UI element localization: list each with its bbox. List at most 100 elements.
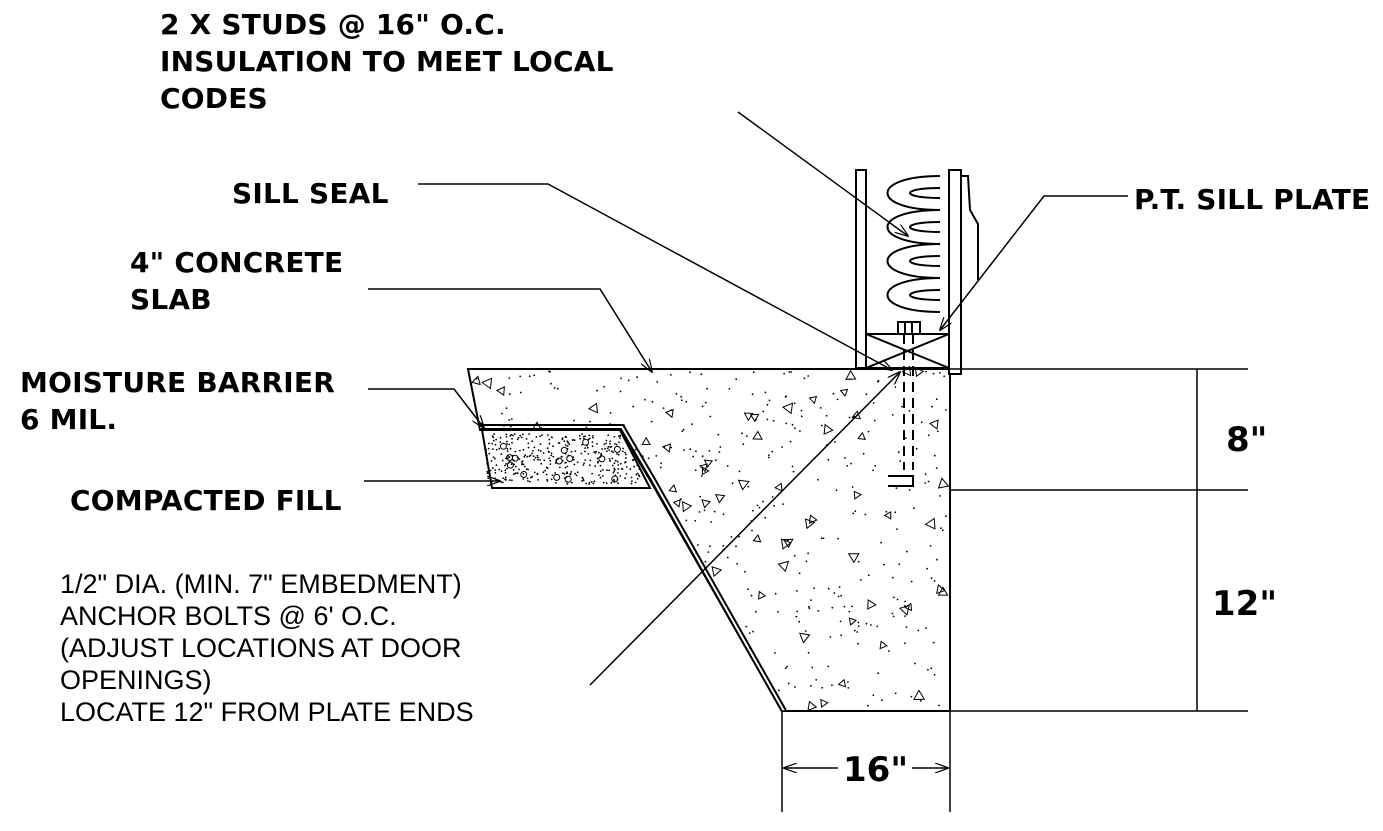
fill-stipple-dot — [608, 458, 611, 460]
fill-stipple-dot — [539, 459, 541, 461]
fill-stipple-dot — [493, 433, 495, 435]
fill-stipple-dot — [565, 461, 567, 464]
concrete-stipple-dot — [867, 430, 870, 433]
concrete-aggregate-mark — [661, 443, 672, 453]
fill-stipple-dot — [537, 456, 539, 459]
fill-stipple-dot — [588, 434, 591, 437]
concrete-stipple-dot — [913, 507, 915, 510]
concrete-stipple-dot — [636, 376, 638, 379]
concrete-stipple-dot — [642, 455, 644, 458]
concrete-stipple-dot — [932, 372, 935, 375]
concrete-stipple-dot — [709, 415, 712, 418]
concrete-stipple-dot — [634, 448, 637, 451]
fill-stipple-dot — [539, 450, 542, 452]
fill-stipple-dot — [548, 438, 551, 441]
concrete-aggregate-mark — [664, 408, 674, 419]
concrete-stipple-dot — [899, 460, 902, 462]
concrete-aggregate-mark — [752, 534, 762, 543]
fill-stipple-dot — [617, 453, 620, 456]
concrete-stipple-dot — [553, 387, 556, 389]
concrete-stipple-dot — [556, 387, 559, 390]
concrete-stipple-dot — [662, 407, 665, 409]
fill-stipple-dot — [598, 474, 600, 476]
concrete-aggregate-mark — [807, 700, 818, 712]
fill-stipple-dot — [499, 436, 502, 439]
concrete-stipple-dot — [877, 672, 880, 675]
fill-stipple-dot — [509, 447, 512, 450]
concrete-stipple-dot — [837, 595, 840, 598]
concrete-stipple-dot — [941, 529, 944, 532]
concrete-stipple-dot — [762, 500, 764, 503]
fill-stipple-dot — [494, 469, 497, 471]
fill-gravel-mark — [511, 454, 519, 462]
fill-stipple-dot — [492, 456, 495, 458]
concrete-stipple-dot — [846, 465, 849, 467]
fill-stipple-dot — [525, 468, 528, 471]
fill-stipple-dot — [564, 435, 567, 438]
concrete-aggregate-mark — [782, 538, 794, 549]
concrete-stipple-dot — [867, 574, 870, 577]
concrete-stipple-dot — [715, 459, 717, 462]
concrete-stipple-dot — [738, 535, 740, 538]
fill-stipple-dot — [549, 463, 552, 465]
concrete-stipple-dot — [704, 401, 707, 404]
fill-stipple-dot — [518, 468, 520, 471]
concrete-stipple-dot — [698, 511, 701, 513]
fill-stipple-dot — [537, 449, 540, 452]
concrete-stipple-dot — [850, 462, 852, 465]
fill-stipple-dot — [508, 479, 511, 481]
fill-stipple-dot — [616, 460, 619, 463]
concrete-stipple-dot — [785, 422, 788, 425]
concrete-stipple-dot — [817, 610, 820, 612]
concrete-aggregate-mark — [914, 367, 925, 378]
concrete-aggregate-mark — [587, 402, 599, 414]
concrete-stipple-dot — [747, 588, 749, 591]
concrete-stipple-dot — [848, 610, 851, 613]
fill-gravel-mark — [499, 442, 507, 450]
fill-stipple-dot — [566, 483, 569, 485]
concrete-stipple-dot — [872, 469, 874, 472]
fill-stipple-dot — [522, 472, 525, 475]
concrete-stipple-dot — [480, 422, 483, 425]
concrete-stipple-dot — [800, 409, 803, 412]
fill-stipple-dot — [599, 476, 602, 479]
fill-stipple-dot — [512, 473, 515, 475]
concrete-stipple-dot — [896, 528, 898, 530]
fill-stipple-dot — [536, 454, 539, 457]
concrete-stipple-dot — [670, 446, 673, 449]
fill-stipple-dot — [592, 482, 595, 485]
fill-stipple-dot — [608, 469, 610, 472]
fill-stipple-dot — [506, 443, 508, 445]
fill-stipple-dot — [617, 464, 620, 466]
concrete-stipple-dot — [804, 630, 807, 632]
concrete-stipple-dot — [864, 513, 867, 516]
concrete-stipple-dot — [891, 612, 894, 615]
concrete-stipple-dot — [791, 465, 794, 468]
concrete-stipple-dot — [827, 665, 830, 668]
fill-stipple-dot — [491, 467, 494, 470]
fill-stipple-dot — [630, 482, 633, 485]
fill-stipple-dot — [516, 472, 518, 474]
fill-stipple-dot — [625, 466, 628, 468]
dimension-lower-depth: 12" — [1212, 584, 1278, 624]
concrete-stipple-dot — [795, 615, 798, 618]
fill-stipple-dot — [599, 470, 602, 472]
concrete-stipple-dot — [891, 576, 894, 579]
concrete-stipple-dot — [722, 549, 724, 552]
concrete-stipple-dot — [910, 580, 913, 583]
concrete-aggregate-mark — [471, 375, 481, 386]
fill-stipple-dot — [591, 441, 594, 443]
fill-stipple-dot — [573, 463, 576, 466]
fill-stipple-dot — [561, 472, 564, 474]
concrete-stipple-dot — [860, 579, 862, 581]
fill-stipple-dot — [525, 438, 528, 440]
concrete-stipple-dot — [857, 621, 860, 624]
fill-stipple-dot — [613, 462, 616, 465]
concrete-stipple-dot — [880, 541, 882, 544]
fill-stipple-dot — [584, 435, 586, 438]
fill-stipple-dot — [504, 476, 507, 479]
concrete-stipple-dot — [767, 456, 770, 459]
concrete-stipple-dot — [892, 596, 895, 599]
concrete-stipple-dot — [891, 414, 894, 416]
concrete-stipple-dot — [774, 592, 777, 595]
